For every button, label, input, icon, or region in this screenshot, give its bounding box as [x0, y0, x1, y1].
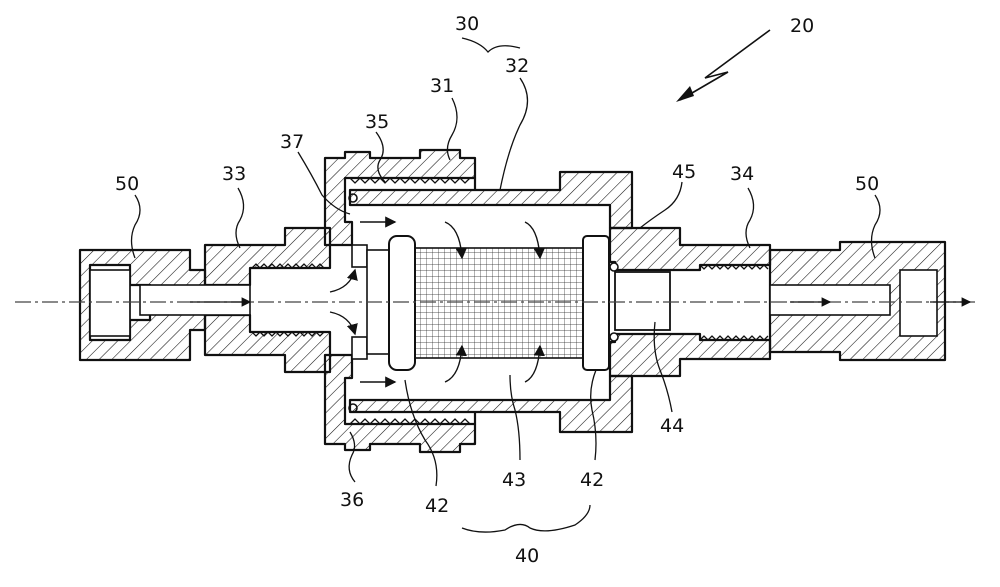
assembly-pointer-head — [676, 86, 694, 102]
assembly-pointer — [680, 30, 770, 100]
right-nut — [770, 242, 945, 360]
label-31: 31 — [430, 75, 454, 97]
filter-unit — [352, 236, 609, 370]
label-45: 45 — [672, 161, 696, 183]
label-30: 30 — [455, 13, 479, 35]
label-35: 35 — [365, 111, 389, 133]
label-43: 43 — [502, 469, 526, 491]
label-37: 37 — [280, 131, 304, 153]
label-42-right: 42 — [580, 469, 604, 491]
label-33: 33 — [222, 163, 246, 185]
label-42-left: 42 — [425, 495, 449, 517]
label-32: 32 — [505, 55, 529, 77]
label-44: 44 — [660, 415, 684, 437]
outlet-tube — [615, 272, 670, 330]
label-34: 34 — [730, 163, 754, 185]
label-50-right: 50 — [855, 173, 879, 195]
label-36: 36 — [340, 489, 364, 511]
label-20: 20 — [790, 15, 814, 37]
label-50-left: 50 — [115, 173, 139, 195]
label-40: 40 — [515, 545, 539, 567]
